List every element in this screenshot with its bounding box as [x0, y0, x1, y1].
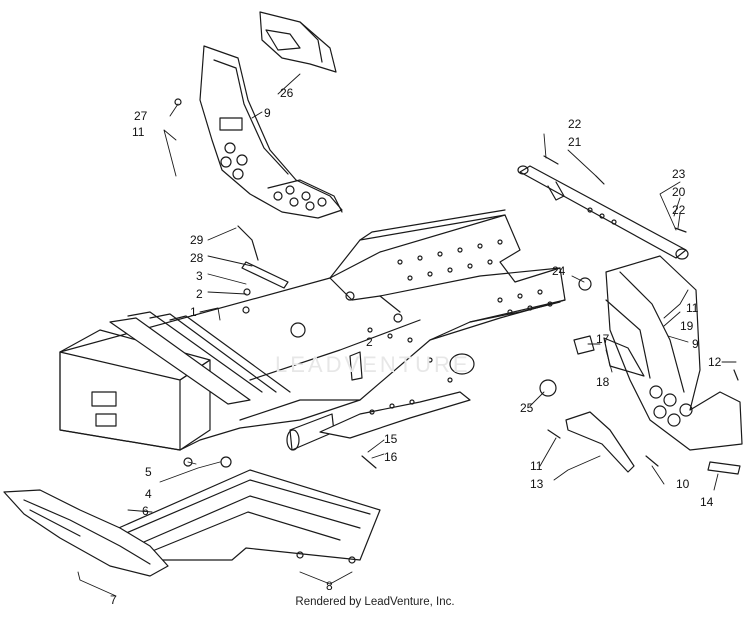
- callout-6: 6: [142, 504, 149, 518]
- callout-24: 24: [552, 264, 566, 278]
- callout-3: 3: [196, 269, 203, 283]
- callout-27: 27: [134, 109, 148, 123]
- callout-9b: 9: [692, 337, 699, 351]
- chassis-frame: [59, 209, 566, 451]
- callout-19: 19: [680, 319, 694, 333]
- callout-25: 25: [520, 401, 534, 415]
- callout-9: 9: [264, 106, 271, 120]
- callout-29: 29: [190, 233, 204, 247]
- render-credit: Rendered by LeadVenture, Inc.: [295, 596, 455, 608]
- callout-labels: 1 2 2 3 4 5 6 7 8 9 9 10 11 11 11 12 13 …: [110, 86, 722, 607]
- callout-11c: 11: [530, 459, 543, 473]
- callout-22b: 22: [672, 203, 686, 217]
- callout-16: 16: [384, 450, 398, 464]
- skid-plate: [3, 489, 169, 577]
- leader-lines: [77, 73, 737, 597]
- callout-18: 18: [596, 375, 610, 389]
- callout-5: 5: [145, 465, 152, 479]
- callout-10: 10: [676, 477, 690, 491]
- belly-pan: [95, 469, 381, 564]
- callout-2b: 2: [366, 335, 373, 349]
- callout-15: 15: [384, 432, 398, 446]
- callout-2: 2: [196, 287, 203, 301]
- callout-21: 21: [568, 135, 582, 149]
- steering-support-bracket: [199, 11, 343, 219]
- callout-23: 23: [672, 167, 686, 181]
- callout-26: 26: [280, 86, 294, 100]
- callout-12: 12: [708, 355, 722, 369]
- callout-1: 1: [190, 305, 197, 319]
- callout-4: 4: [145, 487, 152, 501]
- callout-7: 7: [110, 593, 117, 607]
- rear-bulkhead-bracket: [573, 255, 743, 451]
- callout-20: 20: [672, 185, 686, 199]
- callout-28: 28: [190, 251, 204, 265]
- callout-22: 22: [568, 117, 582, 131]
- watermark: LEADVENTURE: [275, 352, 471, 377]
- callout-13: 13: [530, 477, 544, 491]
- steering-post: [517, 155, 689, 260]
- lower-brackets: [565, 411, 741, 475]
- callout-11: 11: [132, 125, 145, 139]
- callout-14: 14: [700, 495, 714, 509]
- hardware: [174, 98, 739, 469]
- callout-17: 17: [596, 332, 610, 346]
- callout-11b: 11: [686, 301, 699, 315]
- callout-8: 8: [326, 579, 333, 593]
